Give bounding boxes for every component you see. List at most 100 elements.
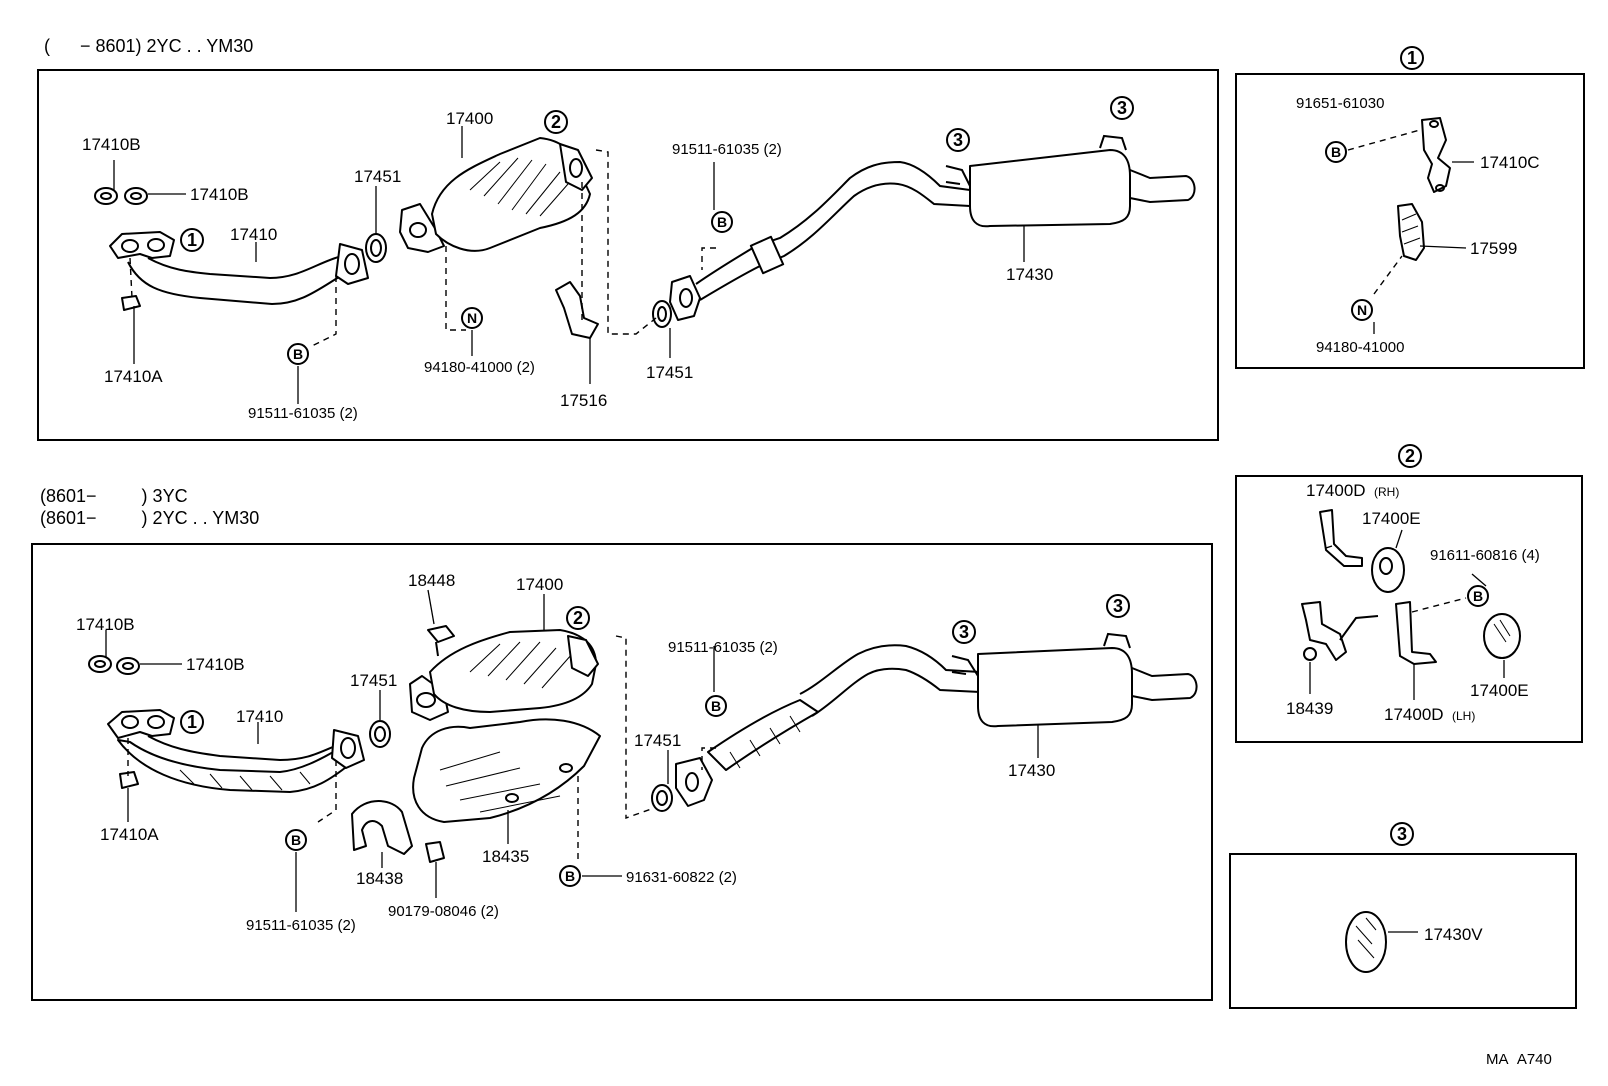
gasket-17451-bottom-1 <box>369 720 391 748</box>
gasket-17451-top-1 <box>365 233 387 263</box>
svg-text:2: 2 <box>551 112 561 132</box>
gasket-17410b-top-1 <box>94 187 118 205</box>
label-17430-top: 17430 <box>1006 265 1053 284</box>
svg-text:B: B <box>293 346 303 362</box>
hanger-17400d-lh <box>1395 601 1437 665</box>
detail-2-frame <box>1235 475 1583 743</box>
label-17451-bottom-b: 17451 <box>634 731 681 750</box>
gasket-17410b-bottom-2 <box>116 657 140 675</box>
label-91651: 91651-61030 <box>1296 95 1384 112</box>
label-17400-bottom: 17400 <box>516 575 563 594</box>
label-17410b-bottom-a: 17410B <box>76 615 135 634</box>
label-17430-bottom: 17430 <box>1008 761 1055 780</box>
label-17400e-a: 17400E <box>1362 509 1421 528</box>
gasket-17451-bottom-2 <box>651 784 673 812</box>
label-17400e-b: 17400E <box>1470 681 1529 700</box>
bottom-section-frame <box>31 543 1213 1001</box>
detail-labels: 91651-61030 17410C 17599 94180-41000 174… <box>1286 95 1540 944</box>
label-94180-detail-1: 94180-41000 <box>1316 339 1404 356</box>
label-17410c: 17410C <box>1480 153 1540 172</box>
svg-text:3: 3 <box>1117 98 1127 118</box>
label-91511-bottom-a: 91511-61035 (2) <box>246 917 356 934</box>
callout-circle-2-bottom <box>566 606 590 630</box>
callout-circle-1-bottom <box>180 710 204 734</box>
converter-outlet-flange-bottom <box>567 635 599 677</box>
detail-3-title-circle <box>1390 822 1414 846</box>
callout-circle-3-top-b <box>1110 96 1134 120</box>
center-pipe-resonator-top <box>749 235 785 275</box>
svg-text:N: N <box>1357 302 1367 318</box>
nut-17410a-top <box>121 295 141 311</box>
heat-shield-18435 <box>412 718 601 823</box>
bracket-18439 <box>1301 601 1347 661</box>
detail-2-title-circle <box>1398 444 1422 468</box>
top-exhaust-assembly <box>94 134 1196 339</box>
label-17410b-top-a: 17410B <box>82 135 141 154</box>
bottom-exhaust-assembly <box>88 625 1198 863</box>
front-pipe-17410-bottom <box>147 735 341 762</box>
svg-text:3: 3 <box>1113 596 1123 616</box>
muffler-17430-top <box>969 149 1131 228</box>
bolt-symbol-top-b <box>711 211 733 233</box>
front-pipe-heat-shield-bottom <box>117 739 351 793</box>
svg-text:3: 3 <box>953 130 963 150</box>
svg-text:1: 1 <box>187 230 197 250</box>
front-pipe-17410-top <box>147 255 352 280</box>
svg-text:B: B <box>291 832 301 848</box>
label-17410b-bottom-b: 17410B <box>186 655 245 674</box>
label-17451-top-b: 17451 <box>646 363 693 382</box>
svg-text:B: B <box>717 214 727 230</box>
detail-1-parts <box>1397 117 1451 261</box>
label-17410-top: 17410 <box>230 225 277 244</box>
label-91631: 91631-60822 (2) <box>626 869 737 886</box>
svg-text:1: 1 <box>1407 48 1417 68</box>
label-17451-top-a: 17451 <box>354 167 401 186</box>
label-lh: (LH) <box>1452 709 1475 723</box>
converter-inlet-flange-top <box>399 203 445 253</box>
label-91511-bottom-b: 91511-61035 (2) <box>668 639 778 656</box>
top-section-frame <box>37 69 1219 441</box>
label-18448: 18448 <box>408 571 455 590</box>
rubber-mount-17400e-a <box>1371 547 1405 593</box>
hanger-17400d-rh <box>1319 509 1363 567</box>
sensor-18448 <box>427 625 455 657</box>
label-18435: 18435 <box>482 847 529 866</box>
label-17410b-top-b: 17410B <box>190 185 249 204</box>
front-pipe-outlet-flange-top <box>335 243 369 285</box>
svg-text:B: B <box>1331 144 1341 160</box>
label-17400-top: 17400 <box>446 109 493 128</box>
label-17430v: 17430V <box>1424 925 1483 944</box>
bolt-symbol-detail-2 <box>1467 585 1489 607</box>
converter-inlet-flange-bottom <box>409 675 449 721</box>
svg-text:2: 2 <box>573 608 583 628</box>
svg-text:B: B <box>565 868 575 884</box>
label-17400d-lh: 17400D <box>1384 705 1444 724</box>
nut-symbol-top <box>461 307 483 329</box>
detail-1-title-circle <box>1400 46 1424 70</box>
center-pipe-flange-top <box>669 275 701 321</box>
bolt-symbol-bottom-b <box>559 865 581 887</box>
label-17599: 17599 <box>1470 239 1517 258</box>
center-pipe-top <box>695 160 971 285</box>
svg-text:B: B <box>711 698 721 714</box>
gasket-17410b-bottom-1 <box>88 655 112 673</box>
label-18438: 18438 <box>356 869 403 888</box>
detail-1-frame <box>1235 73 1585 369</box>
callout-circle-3-bottom-b <box>1106 594 1130 618</box>
label-91511-top-b: 91511-61035 (2) <box>672 141 782 158</box>
label-91611: 91611-60816 (4) <box>1430 547 1540 564</box>
top-section-labels: 17410B 17410B 17410 17410A 17451 17400 9… <box>82 109 1053 422</box>
dashed-connectors <box>127 129 1467 862</box>
detail-3-frame <box>1229 853 1577 1009</box>
grommet-90179 <box>425 841 445 863</box>
center-pipe-flange-bottom <box>675 757 713 807</box>
svg-text:B: B <box>1473 588 1483 604</box>
muffler-17430-bottom <box>977 647 1133 728</box>
label-17410a-top: 17410A <box>104 367 163 386</box>
clamp-17516-top <box>555 281 599 339</box>
callout-circle-2-top <box>544 110 568 134</box>
bottom-section-header-line1: (8601− ) 3YC <box>40 486 188 506</box>
callout-circle-3-bottom-a <box>952 620 976 644</box>
bracket-17599 <box>1397 203 1425 261</box>
